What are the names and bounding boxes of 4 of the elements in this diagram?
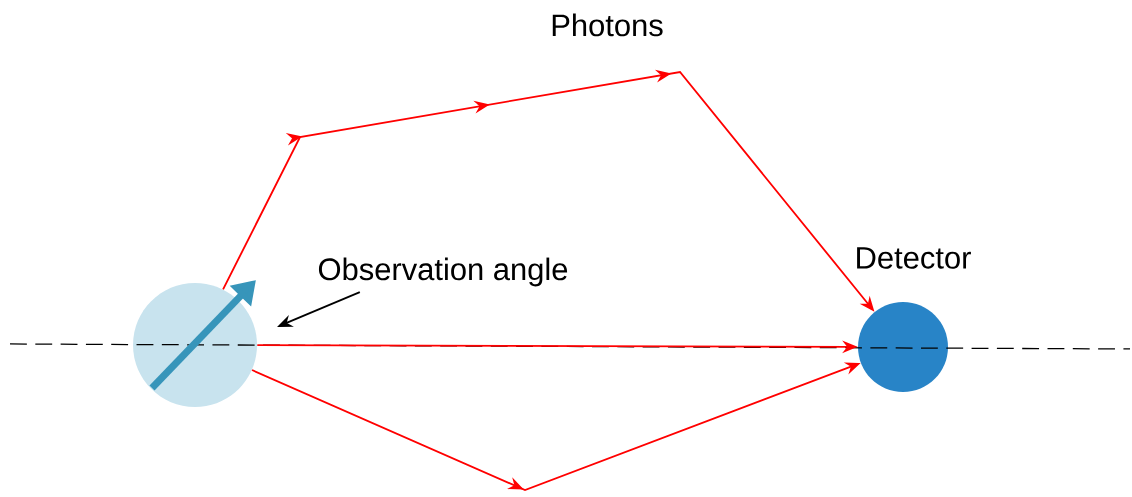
detector-label: Detector — [857, 247, 971, 269]
text-label: Photons — [552, 13, 663, 37]
text-label: Observation angle — [318, 257, 568, 287]
source-circle — [133, 283, 257, 407]
